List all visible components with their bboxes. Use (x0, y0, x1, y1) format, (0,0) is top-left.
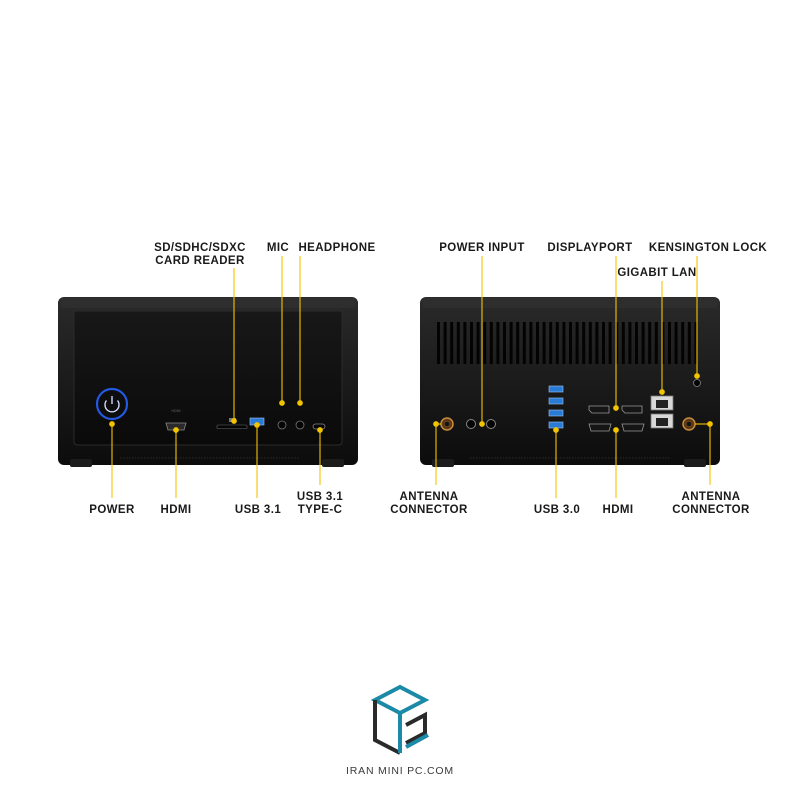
rear-foot-left (432, 459, 454, 467)
vent-slot (489, 322, 493, 364)
callout-dot (613, 405, 619, 411)
vent-slot (681, 322, 685, 364)
vent-slot (463, 322, 467, 364)
rear-hdmi-2-icon (621, 423, 645, 432)
label-antenna-right: ANTENNA CONNECTOR (672, 491, 750, 516)
vent-slot (555, 322, 559, 364)
label-usb30: USB 3.0 (533, 504, 581, 516)
callout-lines (109, 256, 713, 498)
vent-slot (470, 322, 473, 364)
displayport-2-icon (621, 405, 643, 414)
front-unit: HDMI (58, 297, 358, 467)
label-sd-card-reader: SD/SDHC/SDXC CARD READER (154, 242, 246, 267)
rear-vent-slots (437, 322, 698, 364)
vent-slot (450, 322, 454, 364)
vent-slot (694, 322, 698, 364)
vent-slot (668, 322, 671, 364)
callout-dot (659, 389, 665, 395)
vent-slot (542, 322, 546, 364)
rear-foot-right (684, 459, 706, 467)
vent-slot (674, 322, 678, 364)
callout-dot (254, 422, 260, 428)
vent-slot (615, 322, 619, 364)
callout-dot (297, 400, 303, 406)
vent-slot (437, 322, 440, 364)
label-power-input: POWER INPUT (439, 242, 525, 254)
brand-website: IRAN MINI PC.COM (346, 765, 454, 777)
power-input-icon (466, 419, 476, 429)
vent-slot (687, 322, 691, 364)
rear-hdmi-1-icon (588, 423, 612, 432)
vent-slot (476, 322, 480, 364)
label-mic: MIC (266, 242, 290, 254)
rear-unit (420, 297, 720, 467)
vent-slot (483, 322, 487, 364)
callout-dot (109, 421, 115, 427)
label-gigabit-lan: GIGABIT LAN (617, 267, 697, 279)
callout-dot (173, 427, 179, 433)
displayport-1-icon (588, 405, 610, 414)
usb30-stack-icon (548, 385, 564, 429)
front-foot-right (322, 459, 344, 467)
vent-slot (635, 322, 638, 364)
brand-logo-icon (370, 684, 430, 755)
label-rear-hdmi: HDMI (602, 504, 634, 516)
label-power: POWER (89, 504, 135, 516)
callout-dot (433, 421, 439, 427)
vent-slot (549, 322, 553, 364)
vent-slot (661, 322, 665, 364)
vent-slot (588, 322, 592, 364)
label-usb31: USB 3.1 (234, 504, 282, 516)
kensington-slot-icon (693, 379, 701, 387)
callout-dot (707, 421, 713, 427)
svg-text:HDMI: HDMI (172, 409, 181, 413)
vent-slot (621, 322, 625, 364)
vent-slot (641, 322, 645, 364)
vent-slot (654, 322, 658, 364)
headphone-jack-icon (295, 420, 305, 430)
vent-slot (595, 322, 599, 364)
vent-slot (648, 322, 652, 364)
front-hdmi-port-icon (165, 422, 187, 431)
callout-dot (479, 421, 485, 427)
front-panel (73, 310, 343, 446)
front-foot-left (70, 459, 92, 467)
vent-slot (569, 322, 572, 364)
callout-dot (613, 427, 619, 433)
vent-slot (522, 322, 526, 364)
label-kensington-lock: KENSINGTON LOCK (648, 242, 768, 254)
vent-slot (602, 322, 605, 364)
vent-slot (509, 322, 513, 364)
label-usb31-typec: USB 3.1 TYPE-C (296, 491, 344, 516)
vent-slot (575, 322, 579, 364)
label-front-hdmi: HDMI (160, 504, 192, 516)
label-displayport: DISPLAYPORT (547, 242, 633, 254)
vent-slot (628, 322, 632, 364)
callout-dot (553, 427, 559, 433)
callout-dot (231, 418, 237, 424)
vent-slot (562, 322, 566, 364)
callout-dot (279, 400, 285, 406)
label-headphone: HEADPHONE (298, 242, 376, 254)
callout-dot (317, 427, 323, 433)
vent-slot (516, 322, 520, 364)
power-input-2-icon (486, 419, 496, 429)
vent-slot (443, 322, 447, 364)
vent-slot (608, 322, 612, 364)
mic-jack-icon (277, 420, 287, 430)
label-antenna-left: ANTENNA CONNECTOR (390, 491, 468, 516)
vent-slot (456, 322, 460, 364)
vent-slot (496, 322, 500, 364)
sd-slot-icon (216, 424, 248, 429)
vent-slot (529, 322, 533, 364)
callout-dot (694, 373, 700, 379)
vent-slot (582, 322, 586, 364)
vent-slot (536, 322, 539, 364)
vent-slot (503, 322, 506, 364)
